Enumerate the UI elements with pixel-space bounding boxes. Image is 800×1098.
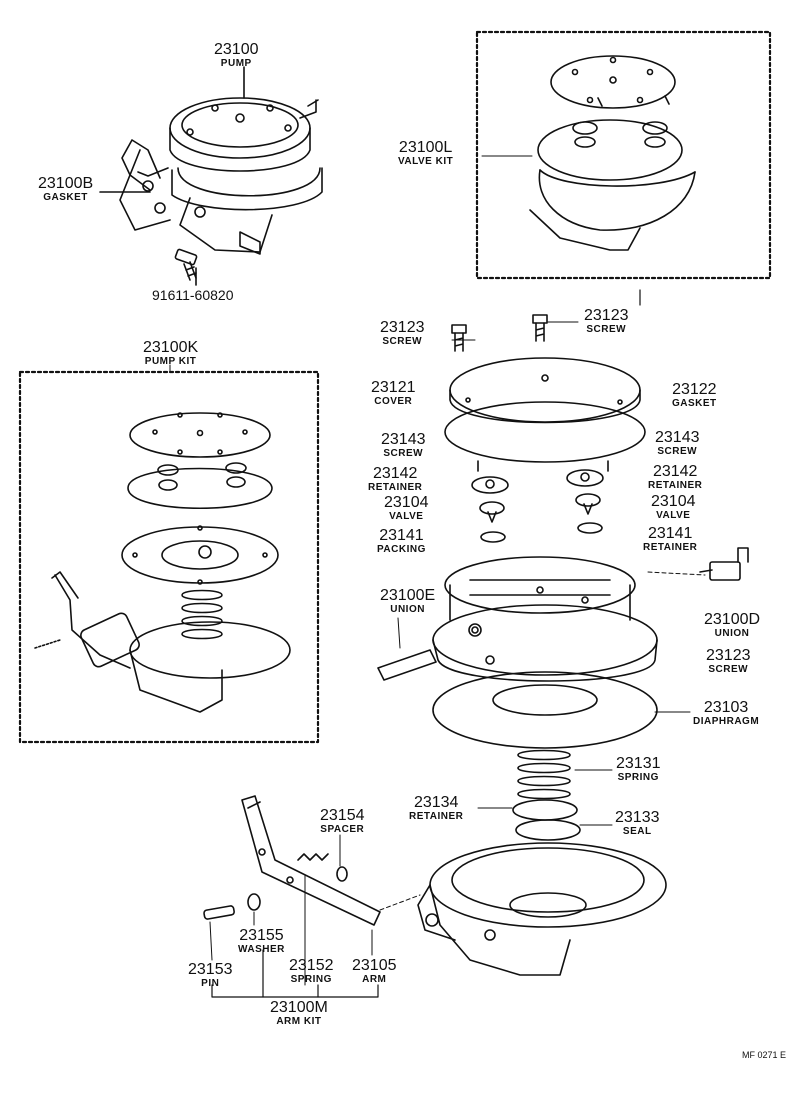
valve-kit-drawing: [529, 55, 696, 251]
main-screws-drawing: [451, 314, 579, 352]
spring-drawing: [477, 749, 613, 841]
gasket-drawing: [444, 401, 646, 463]
assembled-pump-drawing: [119, 97, 323, 255]
diaphragm-drawing: [432, 671, 691, 749]
valve-kit-box: [475, 30, 772, 280]
union-drawing: [377, 547, 749, 681]
pump-kit-box: [18, 370, 320, 744]
lower-body-drawing: [417, 842, 667, 976]
retainers-valves-drawing: [471, 460, 609, 543]
arm-kit-drawing: [203, 795, 421, 998]
label-bolt: 91611-60820: [152, 287, 234, 303]
pump-kit-drawing: [34, 412, 291, 713]
bolt-drawing: [174, 248, 198, 281]
cover-drawing: [449, 357, 641, 424]
pump-body-drawing: [432, 556, 658, 682]
reference-code: MF 0271 E: [741, 1050, 786, 1060]
